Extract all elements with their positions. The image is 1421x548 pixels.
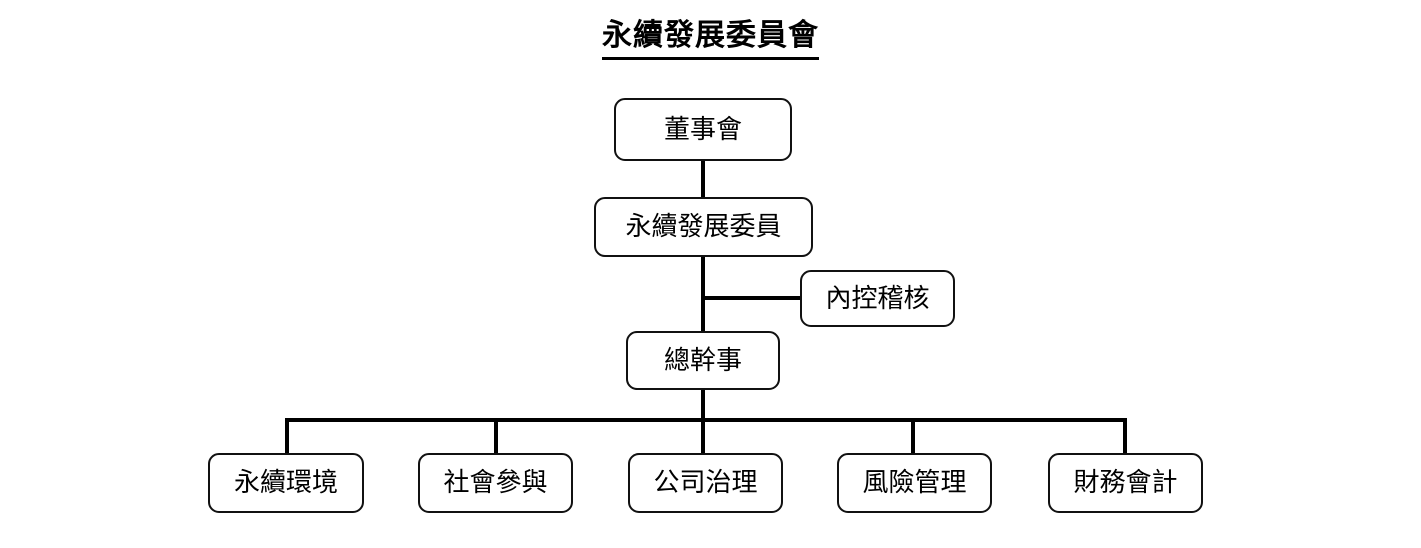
- connector-drop-risk: [911, 418, 915, 455]
- node-financial-accounting[interactable]: 財務會計: [1048, 453, 1203, 513]
- node-internal-control-audit-label: 內控稽核: [825, 283, 930, 314]
- node-financial-accounting-label: 財務會計: [1073, 468, 1178, 498]
- node-risk-management-label: 風險管理: [862, 468, 967, 498]
- page-title: 永續發展委員會: [0, 18, 1421, 60]
- node-social-participation-label: 社會參與: [443, 468, 548, 498]
- connector-board-to-committee: [701, 159, 705, 199]
- connector-trunk-to-audit: [701, 296, 802, 300]
- connector-drop-finance: [1123, 418, 1127, 455]
- node-board-of-directors[interactable]: 董事會: [614, 98, 792, 161]
- connector-drop-society: [494, 418, 498, 455]
- node-corporate-governance-label: 公司治理: [653, 468, 758, 498]
- node-sustainable-environment[interactable]: 永續環境: [208, 453, 364, 513]
- node-corporate-governance[interactable]: 公司治理: [628, 453, 783, 513]
- connector-fanout-bar: [285, 418, 1127, 422]
- node-risk-management[interactable]: 風險管理: [837, 453, 992, 513]
- node-general-secretary[interactable]: 總幹事: [626, 331, 780, 390]
- node-internal-control-audit[interactable]: 內控稽核: [800, 270, 955, 327]
- node-sustainability-committee-label: 永續發展委員: [625, 212, 782, 242]
- node-general-secretary-label: 總幹事: [663, 345, 742, 376]
- connector-secretary-to-fanout: [701, 388, 705, 422]
- connector-drop-governance: [701, 418, 705, 455]
- page-title-text: 永續發展委員會: [602, 18, 819, 60]
- node-sustainable-environment-label: 永續環境: [233, 468, 338, 498]
- node-sustainability-committee[interactable]: 永續發展委員: [594, 197, 813, 257]
- connector-committee-trunk: [701, 255, 705, 333]
- node-board-of-directors-label: 董事會: [663, 114, 742, 145]
- connector-drop-environment: [285, 418, 289, 455]
- node-social-participation[interactable]: 社會參與: [418, 453, 573, 513]
